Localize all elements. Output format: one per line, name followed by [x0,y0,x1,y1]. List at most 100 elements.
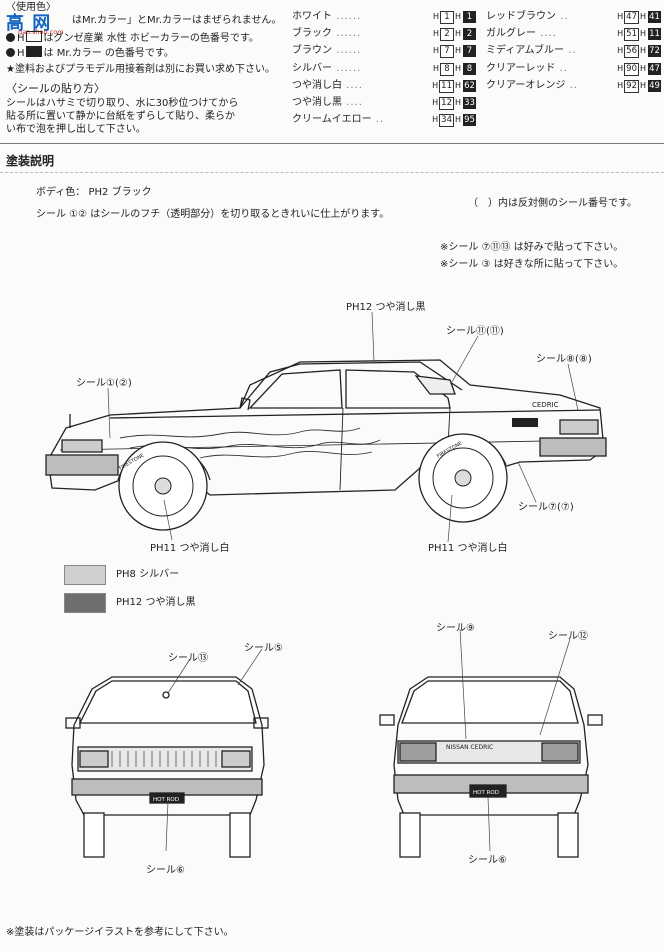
color-name: ブラック [292,28,332,40]
divider-painting [0,172,664,173]
h-prefix: H [454,115,461,125]
h-prefix: H [432,98,439,107]
leader-dots: .... [342,97,363,108]
legend-swatch [64,593,106,613]
label-roof: PH12 つや消し黒 [346,300,425,313]
leader-dots: ...... [332,11,362,22]
aqueous-code: 34 [439,114,454,128]
label-front-wheel: PH11 つや消し白 [150,541,229,554]
front-label-sticker-5: シール⑤ [244,643,283,654]
h-prefix: H [432,80,439,90]
h-prefix: H [617,46,624,56]
rear-wheel [418,433,508,523]
leader-dots: ...... [332,28,362,40]
mr-color-code: 47 [648,62,661,75]
aqueous-code: 90 [624,62,639,76]
h-prefix: H [454,46,461,56]
h-prefix: H [639,29,646,39]
sticker-edge-note: シール ①② はシールのフチ（透明部分）を切り取るときれいに仕上がります。 [36,209,390,220]
leader-dots: .. [556,11,569,22]
color-name: シルバー [292,62,332,74]
logo-text: 高 网 [6,13,52,34]
aqueous-code: 7 [439,45,454,59]
sticker-line-2: 貼る所に置いて静かに台紙をずらして貼り、柔らか [6,111,235,122]
h-prefix: H [432,12,439,21]
hotrod-side-sticker [512,418,538,427]
front-label-sticker-13: シール⑬ [168,652,208,664]
footer-note: ※塗装はパッケージイラストを参考にして下さい。 [6,927,234,938]
label-sticker-11: シール⑪(⑪) [446,325,504,337]
aqueous-code: 11 [439,79,454,93]
body-color: ボディ色： PH2 ブラック [36,187,152,198]
rear-badge-text: NISSAN CEDRIC [446,744,493,751]
legend-label: PH8 シルバー [116,569,180,580]
label-rear-wheel: PH11 つや消し白 [428,541,507,554]
color-name: クリームイエロー [292,114,372,126]
mr-color-code: 33 [463,97,476,109]
leader-dots: .. [565,79,578,91]
mr-color-code: 7 [463,45,476,58]
leader-dots: .. [555,62,568,74]
h-prefix: H [639,80,646,90]
h-prefix: H [617,12,624,21]
mr-color-code: 2 [463,28,476,41]
h-prefix: H [454,29,461,39]
h-prefix: H [639,63,646,73]
front-view [65,676,269,858]
leader-dots: ...... [332,45,362,57]
leader-dots: .... [342,79,363,91]
sticker-title: 〈シールの貼り方〉 [6,82,105,95]
leader-dots: ...... [332,62,362,74]
legend-label: PH12 つや消し黒 [116,597,196,608]
h-prefix: H [432,115,439,125]
aqueous-code: 56 [624,45,639,59]
mr-color-code: 8 [463,62,476,75]
h-prefix: H [432,29,439,39]
rear-plate-text: HOT ROD [473,790,499,796]
paren-note: （ ）内は反対側のシール番号です。 [468,198,637,209]
h-prefix: H [617,29,624,39]
color-name: クリアーオレンジ [486,79,566,91]
h-prefix: H [454,80,461,90]
rear-label-sticker-12: シール⑫ [548,630,588,642]
h-prefix: H [639,12,646,21]
h-box-icon [25,31,42,42]
legend-swatch [64,565,106,585]
painting-title: 塗装説明 [6,154,55,168]
color-name: ミディアムブルー [486,45,564,57]
sticker-line-3: い布で泡を押し出して下さい。 [6,124,146,135]
car-side-view: CEDRIC FIRESTONE FIRESTONE PH12 つや消し黒 シー… [45,300,607,554]
h-prefix: H [617,80,624,90]
rear-view [379,676,603,858]
optional-sticker-note: ※シール ⑦⑪⑬ は好みで貼って下さい。 [440,242,624,253]
h-prefix: H [639,46,646,56]
mr-color-code: 41 [648,11,661,23]
front-wheel [118,441,208,531]
aqueous-code: 12 [439,97,454,110]
bullet-icon [6,48,15,57]
aqueous-code: 8 [439,62,454,76]
aqueous-code: 47 [624,11,639,24]
aqueous-code: 2 [439,28,454,42]
divider-top [0,143,664,144]
rear-label-sticker-9: シール⑨ [436,623,475,634]
mr-color-code: 11 [648,28,661,41]
leader-dots: .. [564,45,577,57]
mr-color-code: 72 [648,45,661,58]
color-name: ブラウン [292,45,332,57]
